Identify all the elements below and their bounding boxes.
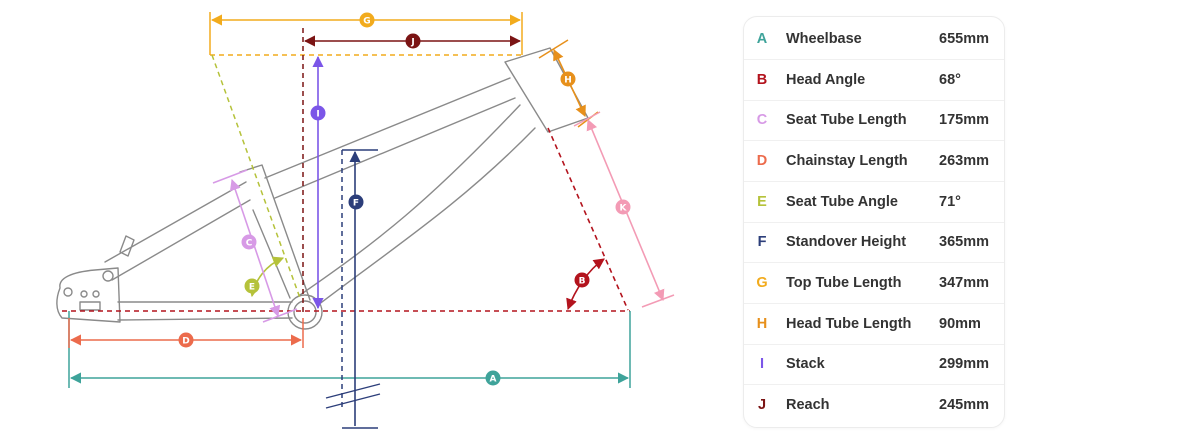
bottom-bracket — [287, 294, 323, 330]
geometry-value: 68° — [939, 72, 961, 88]
geometry-row-seat-tube-length: C Seat Tube Length 175mm — [744, 100, 1004, 141]
geometry-value: 655mm — [939, 31, 989, 47]
geometry-row-head-tube-length: H Head Tube Length 90mm — [744, 304, 1004, 345]
geometry-letter: B — [756, 72, 768, 88]
marker-h: H — [560, 71, 576, 87]
geometry-name: Seat Tube Angle — [786, 194, 898, 210]
down-tube — [299, 104, 536, 306]
marker-g: G — [359, 12, 375, 28]
geometry-letter: J — [757, 397, 767, 413]
geometry-name: Standover Height — [786, 234, 907, 250]
geometry-row-wheelbase: A Wheelbase 655mm — [744, 19, 1004, 60]
geometry-letter: C — [756, 112, 768, 128]
svg-text:C: C — [246, 239, 253, 249]
geometry-value: 71° — [939, 194, 961, 210]
dim-c-seat-tube — [212, 169, 298, 323]
marker-i: I — [310, 105, 326, 121]
head-tube — [504, 47, 589, 133]
marker-b: B — [574, 272, 590, 288]
geometry-name: Wheelbase — [786, 31, 862, 47]
geometry-letter: E — [757, 194, 767, 210]
dim-f-standover — [325, 149, 381, 429]
svg-text:K: K — [620, 204, 628, 214]
geometry-letter: H — [756, 316, 768, 332]
svg-text:F: F — [353, 199, 359, 209]
geometry-letter: D — [756, 153, 768, 169]
marker-f: F — [348, 194, 364, 210]
geometry-row-standover-height: F Standover Height 365mm — [744, 222, 1004, 263]
svg-text:D: D — [182, 337, 189, 347]
svg-text:G: G — [363, 17, 370, 27]
svg-text:E: E — [249, 283, 255, 293]
geometry-row-top-tube-length: G Top Tube Length 347mm — [744, 263, 1004, 304]
geometry-value: 263mm — [939, 153, 989, 169]
marker-d: D — [178, 332, 194, 348]
geometry-table: A Wheelbase 655mm B Head Angle 68° C Sea… — [743, 16, 1005, 428]
marker-c: C — [241, 234, 257, 250]
geometry-value: 175mm — [939, 112, 989, 128]
geometry-name: Head Tube Length — [786, 316, 912, 332]
geometry-name: Top Tube Length — [786, 275, 902, 291]
svg-text:H: H — [564, 76, 572, 86]
marker-j: J — [405, 33, 421, 49]
svg-text:B: B — [579, 277, 586, 287]
geometry-name: Stack — [786, 356, 825, 372]
brake-post — [119, 235, 135, 257]
geometry-letter: G — [756, 275, 768, 291]
geometry-letter: I — [759, 356, 765, 372]
geometry-name: Reach — [786, 397, 830, 413]
dim-e-seat-tube-angle — [211, 54, 301, 299]
geometry-value: 347mm — [939, 275, 989, 291]
geometry-row-stack: I Stack 299mm — [744, 344, 1004, 385]
geometry-value: 365mm — [939, 234, 989, 250]
marker-e: E — [244, 278, 260, 294]
svg-text:J: J — [410, 38, 414, 48]
geometry-value: 245mm — [939, 397, 989, 413]
rear-dropout — [56, 267, 121, 323]
geometry-value: 299mm — [939, 356, 989, 372]
geometry-row-head-angle: B Head Angle 68° — [744, 60, 1004, 101]
geometry-row-chainstay-length: D Chainstay Length 263mm — [744, 141, 1004, 182]
geometry-name: Chainstay Length — [786, 153, 908, 169]
geometry-value: 90mm — [939, 316, 981, 332]
geometry-name: Head Angle — [786, 72, 866, 88]
geometry-name: Seat Tube Length — [786, 112, 907, 128]
svg-text:I: I — [316, 110, 319, 120]
geometry-row-reach: J Reach 245mm — [744, 385, 1004, 425]
marker-k: K — [615, 199, 631, 215]
seat-stay — [104, 181, 251, 281]
frame-geometry-diagram: A B C D E F G H I J K — [56, 12, 675, 429]
marker-a: A — [485, 370, 501, 386]
geometry-letter: A — [756, 31, 768, 47]
bike-frame — [56, 47, 589, 330]
svg-text:A: A — [490, 375, 497, 385]
geometry-row-seat-tube-angle: E Seat Tube Angle 71° — [744, 182, 1004, 223]
dim-a-wheelbase — [68, 311, 631, 388]
geometry-letter: F — [757, 234, 767, 250]
